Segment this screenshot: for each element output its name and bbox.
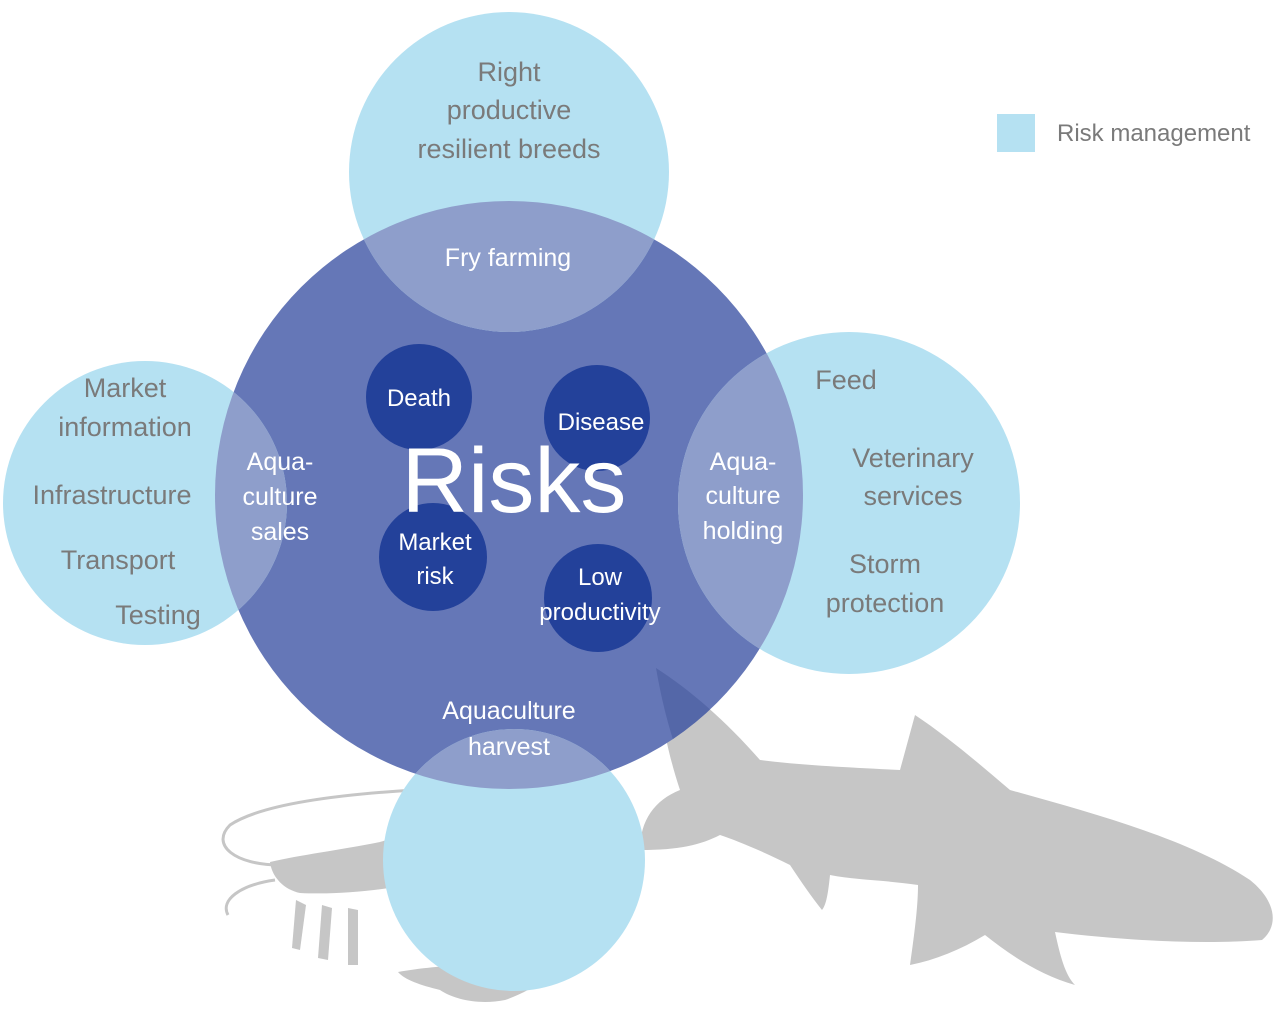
stage-bottom-label-2: harvest (468, 733, 550, 761)
risk-management-circle-bottom (383, 729, 645, 991)
risk-node-death-label: Death (387, 385, 451, 412)
overlap-right (678, 332, 803, 674)
risk-node-low-productivity-label-1: Low (578, 564, 623, 591)
risk-management-circle-left (3, 361, 287, 645)
stage-bottom-label-1: Aquaculture (442, 697, 575, 725)
legend: Risk management (997, 114, 1251, 152)
stage-right-label-1: Aqua- (710, 448, 777, 476)
mgmt-left-line-1: Market (84, 373, 167, 403)
mgmt-left-line-5: Testing (115, 600, 201, 630)
mgmt-right-line-5: protection (826, 588, 945, 618)
mgmt-top-line-2: productive (447, 95, 572, 125)
mgmt-left-line-3: Infrastructure (32, 480, 191, 510)
fish-icon (640, 668, 1273, 985)
stage-right-label-2: culture (705, 482, 780, 510)
risk-node-market-risk-label-2: risk (416, 563, 454, 590)
risk-node-low-productivity (544, 544, 652, 652)
risks-circle (215, 201, 803, 789)
stage-left-label-1: Aqua- (247, 448, 314, 476)
risks-title: Risks (402, 430, 627, 532)
mgmt-right-line-1: Feed (815, 365, 877, 395)
risk-node-death (366, 344, 472, 450)
risk-node-market-risk-label-1: Market (398, 529, 472, 556)
risk-node-market-risk (379, 503, 487, 611)
legend-label: Risk management (1057, 120, 1251, 147)
risk-node-low-productivity-label-2: productivity (539, 599, 660, 626)
stage-left-label-2: culture (242, 483, 317, 511)
mgmt-left-line-4: Transport (61, 545, 176, 575)
stage-top-label: Fry farming (445, 244, 571, 272)
risk-node-disease (544, 365, 650, 471)
stage-left-label-3: sales (251, 518, 309, 546)
mgmt-right-line-3: services (863, 481, 962, 511)
overlap-top (349, 201, 669, 332)
stage-right-label-3: holding (703, 517, 784, 545)
mgmt-top-line-3: resilient breeds (417, 134, 600, 164)
mgmt-left-line-2: information (58, 412, 192, 442)
mgmt-right-line-2: Veterinary (852, 443, 974, 473)
mgmt-top-line-1: Right (477, 57, 541, 87)
risk-node-disease-label: Disease (558, 409, 645, 436)
mgmt-right-line-4: Storm (849, 549, 921, 579)
legend-swatch (997, 114, 1035, 152)
